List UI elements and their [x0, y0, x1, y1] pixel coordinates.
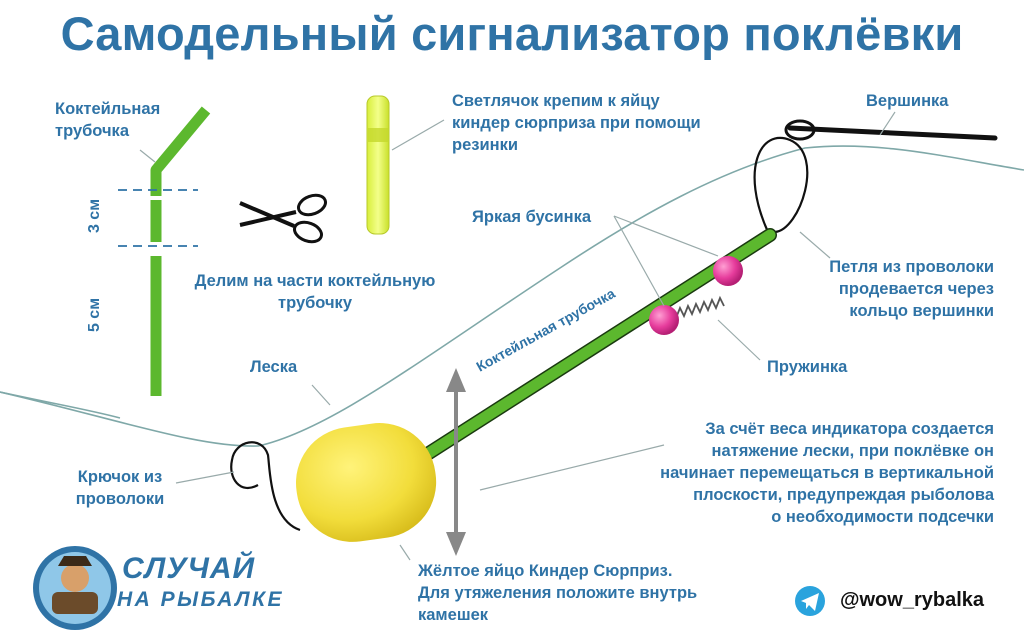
label-size-5: 5 см	[86, 297, 104, 333]
label-hook: Крючок из проволоки	[55, 466, 185, 510]
label-line: Светлячок крепим к яйцу	[452, 92, 660, 110]
telegram-icon	[795, 586, 825, 616]
motion-arrow-up	[446, 368, 466, 392]
label-line: Петля из проволоки	[829, 258, 994, 276]
rod-tip	[787, 125, 998, 141]
brand-name-line1: СЛУЧАЙ	[122, 552, 256, 585]
page-title: Самодельный сигнализатор поклёвки	[60, 7, 964, 60]
label-spring: Пружинка	[767, 358, 848, 376]
label-line: Леска	[250, 358, 298, 376]
brand-logo	[33, 546, 117, 630]
label-size-3: 3 см	[86, 198, 104, 234]
label-explanation: За счёт веса индикатора создается натяже…	[594, 418, 994, 528]
fishing-line-front	[0, 391, 121, 419]
small-tube-bent	[150, 106, 211, 196]
tube-piece-5cm	[150, 256, 162, 396]
label-egg: Жёлтое яйцо Киндер Сюрприз. Для утяжелен…	[418, 560, 697, 626]
label-wire-loop: Петля из проволоки продевается через кол…	[760, 256, 994, 322]
label-line: начинает перемещаться в вертикальной	[660, 464, 994, 482]
label-line: трубочку	[278, 294, 352, 312]
label-line: трубочка	[55, 122, 129, 140]
label-line: кольцо вершинки	[849, 302, 994, 320]
label-line: За счёт веса индикатора создается	[705, 420, 994, 438]
label-line: плоскости, предупреждая рыболова	[693, 486, 994, 504]
label-line: Для утяжеления положите внутрь	[418, 584, 698, 602]
indicator-tube-fill	[412, 229, 776, 466]
label-line: Коктейльная	[55, 100, 161, 118]
label-line: киндер сюрприза при помощи	[452, 114, 701, 132]
label-line: Жёлтое яйцо Киндер Сюрприз.	[418, 562, 673, 580]
scissors-icon	[239, 193, 328, 244]
wire-hook	[230, 441, 301, 532]
label-line: натяжение лески, при поклёвке он	[711, 442, 995, 460]
label-line: резинки	[452, 136, 518, 154]
label-line: камешек	[418, 606, 489, 624]
motion-arrow-down	[446, 532, 466, 556]
bead-lower	[649, 305, 679, 335]
label-line: Крючок из	[77, 468, 163, 486]
label-glowstick: Светлячок крепим к яйцу киндер сюрприза …	[452, 90, 701, 156]
label-line: проволоки	[75, 490, 165, 508]
fishing-line	[0, 145, 1024, 447]
wire-loop	[753, 137, 809, 234]
label-line: Делим на части коктейльную	[194, 272, 436, 290]
label-bright-bead: Яркая бусинка	[472, 208, 592, 226]
label-line: продевается через	[838, 280, 994, 298]
kinder-egg	[295, 423, 437, 542]
label-tip: Вершинка	[866, 92, 949, 110]
brand-name-line2: НА РЫБАЛКЕ	[117, 588, 285, 611]
rod-tip-ring	[784, 119, 816, 141]
label-line: о необходимости подсечки	[771, 508, 994, 526]
social-handle[interactable]: @wow_rybalka	[840, 589, 985, 611]
bead-upper	[713, 256, 743, 286]
label-divide-tube: Делим на части коктейльную трубочку	[170, 270, 460, 314]
label-cocktail-tube: Коктейльная трубочка	[55, 98, 160, 142]
tube-piece-3cm	[150, 200, 162, 242]
glowstick	[366, 95, 390, 235]
